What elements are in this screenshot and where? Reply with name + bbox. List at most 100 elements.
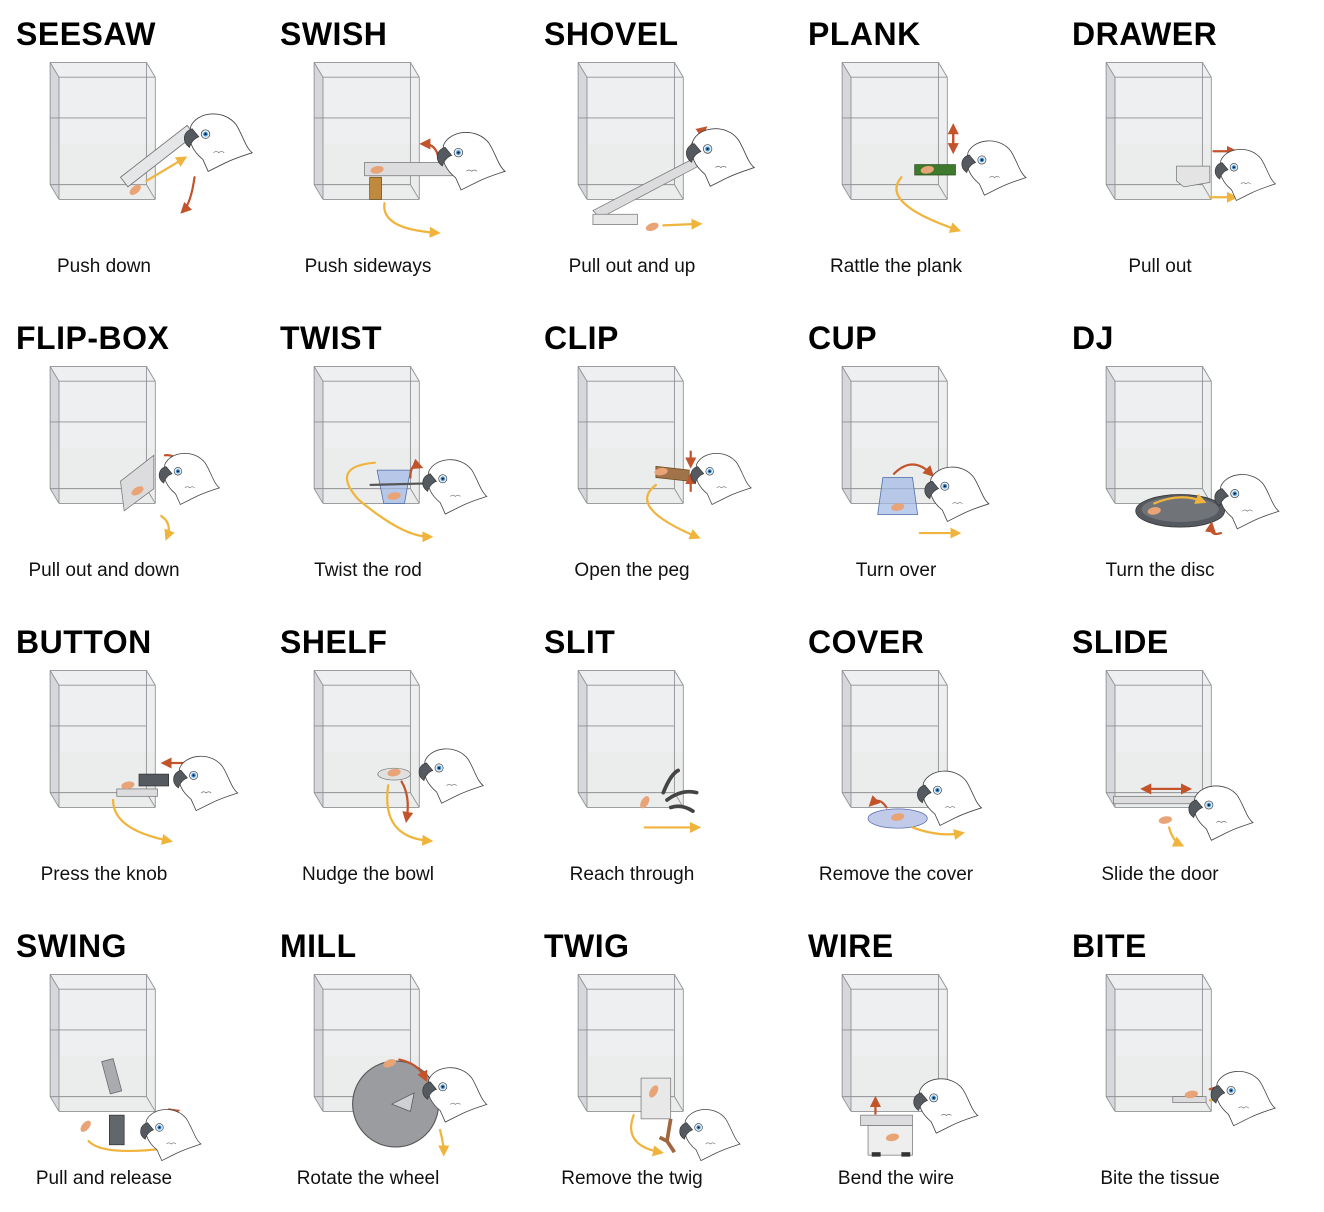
arrow-icon	[419, 138, 440, 160]
arrow-icon	[398, 1058, 428, 1083]
task-name: BUTTON	[16, 624, 152, 660]
arrow-icon	[895, 176, 962, 233]
task-action-caption: Slide the door	[1101, 864, 1219, 885]
twig-apparatus	[577, 973, 741, 1162]
arrow-icon	[145, 156, 188, 183]
cockatoo-icon	[184, 113, 254, 173]
cockatoo-icon	[158, 452, 221, 506]
task-name: SLIDE	[1072, 624, 1169, 660]
glass-box	[577, 365, 684, 504]
cockatoo-icon	[924, 466, 990, 523]
food-icon	[383, 1059, 397, 1068]
cockatoo-icon	[1214, 474, 1280, 530]
food-icon	[131, 486, 144, 496]
task-action-caption: Turn over	[855, 560, 937, 581]
shovel-apparatus	[577, 61, 756, 232]
task-name: DJ	[1072, 320, 1114, 356]
task-panel: SLIDE Slide the door	[1060, 608, 1324, 908]
task-action-caption: Open the peg	[574, 560, 690, 581]
task-action-caption: Bend the wire	[837, 1168, 955, 1189]
task-action-caption: Push down	[56, 256, 151, 277]
glass-box	[841, 669, 948, 808]
arrow-icon	[662, 218, 703, 230]
cockatoo-icon	[418, 748, 484, 804]
task-action-caption: Turn the disc	[1105, 560, 1215, 581]
glass-box	[1105, 973, 1212, 1112]
arrow-icon	[630, 1114, 664, 1157]
task-panel: MILL Rotate the wheel	[268, 912, 532, 1212]
task-action-caption: Pull out and up	[568, 256, 696, 277]
arrow-icon	[386, 784, 434, 846]
cockatoo-icon	[173, 755, 239, 812]
mill-apparatus	[313, 973, 488, 1157]
food-icon	[891, 813, 905, 821]
task-name: SLIT	[544, 624, 616, 660]
dj-apparatus	[1105, 365, 1280, 536]
task-name: SHOVEL	[544, 16, 679, 52]
task-name: DRAWER	[1072, 16, 1218, 52]
task-panel: SHELF Nudge the bowl	[268, 608, 532, 908]
task-action-caption: Twist the rod	[314, 560, 422, 581]
arrow-icon	[87, 1139, 170, 1155]
cockatoo-icon	[422, 459, 488, 515]
arrow-icon	[1204, 521, 1223, 536]
food-icon	[885, 1133, 900, 1142]
arrow-icon	[160, 514, 175, 541]
task-name: SWING	[16, 928, 127, 964]
cockatoo-icon	[690, 452, 752, 506]
task-action-caption: Pull out	[1128, 256, 1192, 277]
glass-box	[1105, 365, 1212, 504]
food-icon	[129, 184, 141, 195]
arrow-icon	[911, 826, 966, 840]
arrow-icon	[868, 795, 888, 809]
plank-apparatus	[841, 61, 1027, 233]
food-icon	[387, 492, 401, 500]
task-name: COVER	[808, 624, 925, 660]
task-action-caption: Pull out and down	[28, 560, 180, 581]
task-name: PLANK	[808, 16, 921, 52]
bird-foot-icon	[661, 768, 699, 813]
food-icon	[1147, 507, 1161, 515]
arrow-icon	[409, 458, 424, 479]
task-name: SHELF	[280, 624, 388, 660]
arrow-icon	[383, 202, 441, 238]
task-action-caption: Rotate the wheel	[296, 1168, 440, 1189]
swing-apparatus	[49, 973, 202, 1162]
task-name: CLIP	[544, 320, 619, 356]
task-panel: SHOVEL Pull out and up	[532, 0, 796, 300]
food-icon	[80, 1120, 91, 1132]
food-icon	[121, 781, 135, 790]
cup-apparatus	[841, 365, 990, 539]
glass-box	[49, 365, 156, 504]
food-icon	[387, 768, 401, 777]
food-icon	[1184, 1090, 1198, 1099]
task-panel: SLIT Reach through	[532, 608, 796, 908]
arrow-icon	[346, 461, 434, 543]
glass-box	[1105, 61, 1212, 200]
arrow-icon	[400, 780, 414, 823]
slide-apparatus	[1105, 669, 1254, 847]
cockatoo-icon	[1210, 1071, 1276, 1127]
task-panel: DRAWER Pull out	[1060, 0, 1324, 300]
glass-box	[313, 61, 420, 200]
task-action-caption: Reach through	[569, 864, 695, 885]
glass-box	[841, 365, 948, 504]
cockatoo-icon	[1214, 148, 1277, 202]
task-name: MILL	[280, 928, 357, 964]
glass-box	[1105, 669, 1212, 808]
task-action-caption: Nudge the bowl	[301, 864, 435, 885]
food-icon	[640, 796, 650, 809]
cockatoo-icon	[961, 140, 1027, 196]
task-action-caption: Rattle the plank	[829, 256, 963, 277]
clip-apparatus	[577, 365, 752, 540]
arrow-icon	[1153, 493, 1207, 505]
cockatoo-icon	[686, 128, 756, 187]
arrow-icon	[892, 463, 935, 477]
task-action-caption: Pull and release	[35, 1168, 173, 1189]
